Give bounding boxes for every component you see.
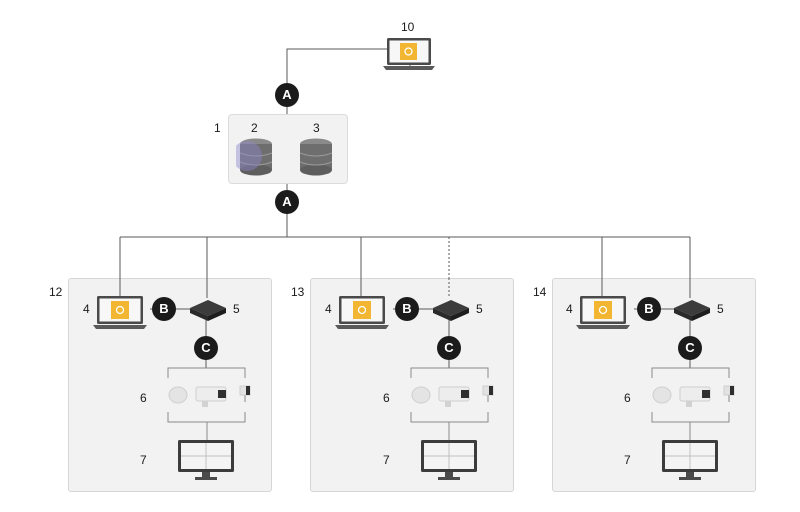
connection-badge-b-site-1: B [152,297,176,321]
connection-badge-c-site-1: C [194,336,218,360]
client-laptop-icon [93,296,147,329]
label-cameras-site-2: 6 [383,391,390,405]
label-cameras-site-1: 6 [140,391,147,405]
connection-badge-a-top: A [275,83,299,107]
database-server-icon-a [236,138,273,176]
monitor-icon [662,440,718,480]
label-server-group: 1 [214,121,221,135]
recorder-icon [190,300,226,321]
monitor-icon [421,440,477,480]
connection-badge-c-site-2: C [437,336,461,360]
label-client-site-1: 4 [83,302,90,316]
label-client-site-2: 4 [325,302,332,316]
camera-group-icon [411,385,494,407]
camera-group-icon [168,385,251,407]
label-client-site-3: 4 [566,302,573,316]
connection-badge-c-site-3: C [678,336,702,360]
label-monitor-site-1: 7 [140,453,147,467]
label-site-1: 12 [49,285,63,299]
label-site-3: 14 [533,285,547,299]
label-recorder-site-1: 5 [233,302,240,316]
client-laptop-icon [576,296,630,329]
label-database-server-a: 2 [251,121,258,135]
label-monitor-site-3: 7 [624,453,631,467]
client-laptop-icon [335,296,389,329]
camera-group-icon [652,385,735,407]
database-server-icon-b [299,138,333,176]
connection-badge-b-site-3: B [637,297,661,321]
monitor-icon [178,440,234,480]
management-laptop-icon [383,38,435,70]
connection-badge-a-bottom: A [275,190,299,214]
label-monitor-site-2: 7 [383,453,390,467]
label-cameras-site-3: 6 [624,391,631,405]
label-site-2: 13 [291,285,305,299]
recorder-icon [433,300,469,321]
label-recorder-site-2: 5 [476,302,483,316]
recorder-icon [674,300,710,321]
label-management-client: 10 [401,20,415,34]
label-database-server-b: 3 [313,121,320,135]
connection-badge-b-site-2: B [395,297,419,321]
label-recorder-site-3: 5 [717,302,724,316]
